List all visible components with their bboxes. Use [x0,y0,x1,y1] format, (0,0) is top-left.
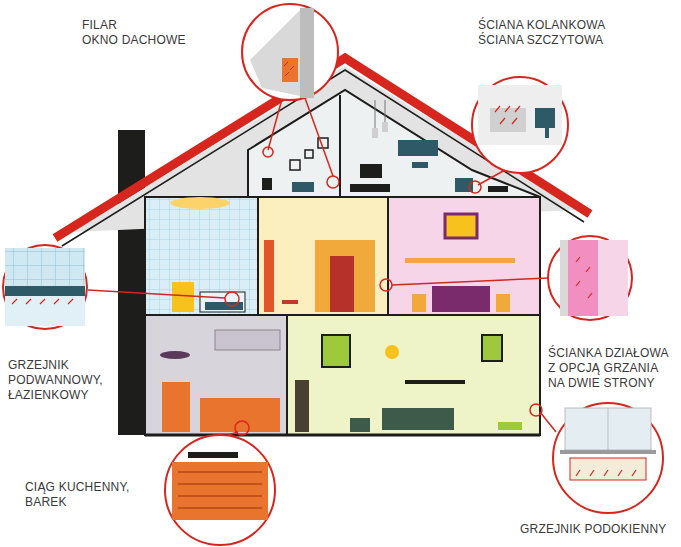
callout-label: OKNO DACHOWE [82,33,186,48]
callout-label: GRZEJNIK PODOKIENNY [520,522,667,537]
callout-label: CIĄG KUCHENNY, BAREK [25,480,145,510]
callout-label: FILAR [82,18,117,33]
callout-label: ŚCIANA SZCZYTOWA [478,33,603,48]
callout-label: ŚCIANA KOLANKOWA [478,18,605,33]
callout-label: GRZEJNIK PODWANNOWY, ŁAZIENKOWY [8,358,108,403]
callout-label: ŚCIANKA DZIAŁOWA Z OPCJĄ GRZANIA NA DWIE… [548,346,676,391]
